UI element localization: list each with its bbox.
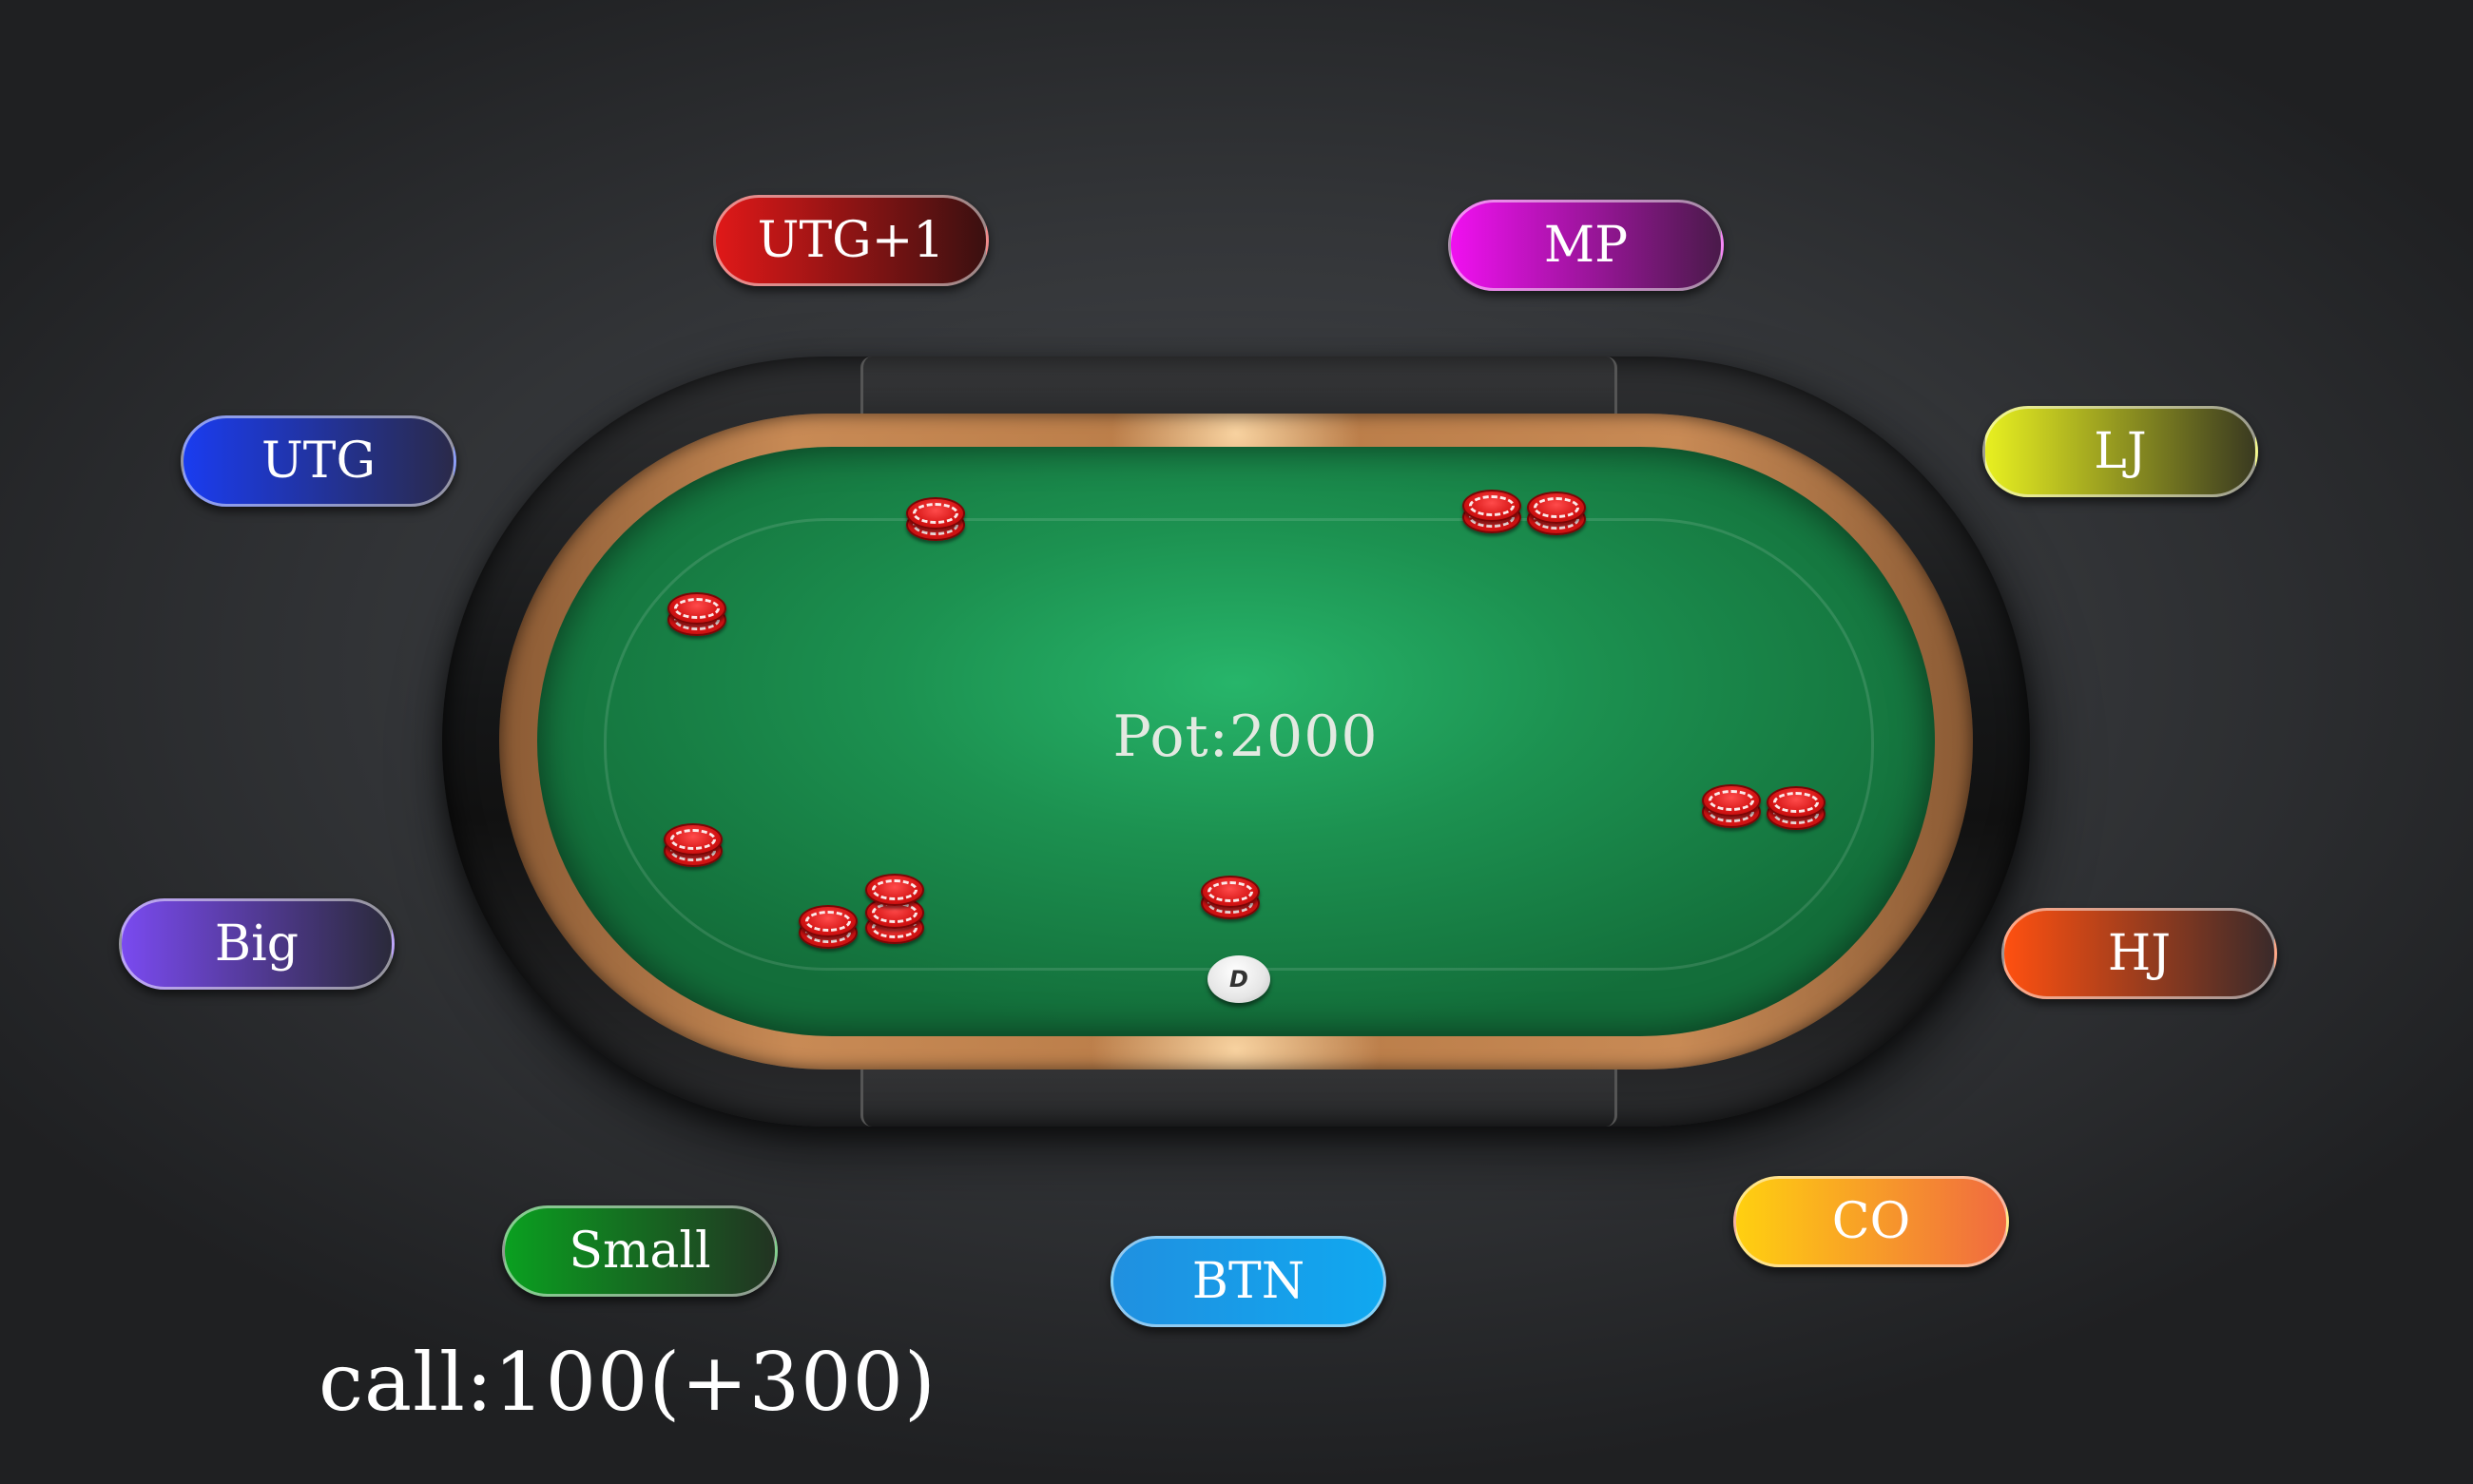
seat-btn-label: BTN — [1191, 1253, 1305, 1310]
chip-stack-btn — [1201, 868, 1262, 921]
seat-utg-label: UTG — [261, 433, 377, 490]
seat-big-label: Big — [214, 915, 299, 973]
chip — [1527, 491, 1586, 524]
seat-utg[interactable]: UTG — [181, 415, 456, 507]
chip-stack-mp-1 — [1462, 482, 1523, 535]
chip-stack-hj-2 — [1767, 779, 1827, 832]
seat-co[interactable]: CO — [1733, 1176, 2009, 1267]
seat-lj[interactable]: LJ — [1982, 406, 2258, 497]
chip — [1767, 786, 1826, 819]
seat-hj[interactable]: HJ — [2001, 908, 2277, 999]
chip — [799, 905, 858, 937]
chip-stack-utg — [667, 585, 728, 638]
seat-mp[interactable]: MP — [1448, 200, 1724, 291]
chip-stack-hj-1 — [1702, 777, 1763, 830]
action-call-text: call:100(+300) — [319, 1336, 937, 1429]
seat-utg1[interactable]: UTG+1 — [713, 195, 989, 286]
chip — [865, 874, 924, 906]
seat-small[interactable]: Small — [502, 1205, 778, 1297]
rail-seam-top — [860, 357, 1617, 414]
seat-co-label: CO — [1831, 1193, 1911, 1250]
chip-stack-small-1 — [799, 897, 860, 951]
chip — [667, 592, 726, 625]
chip-stack-utg1 — [906, 490, 967, 543]
rail-seam-bottom — [860, 1070, 1617, 1127]
seat-small-label: Small — [569, 1223, 711, 1280]
seat-lj-label: LJ — [2094, 423, 2147, 480]
pot-label: Pot:2000 — [1112, 703, 1379, 770]
chip-stack-mp-2 — [1527, 484, 1588, 537]
chip — [1702, 784, 1761, 817]
seat-btn[interactable]: BTN — [1111, 1236, 1386, 1327]
chip — [664, 823, 723, 856]
seat-mp-label: MP — [1543, 217, 1629, 274]
chip — [1462, 490, 1521, 522]
seat-hj-label: HJ — [2107, 925, 2172, 982]
chip — [906, 497, 965, 530]
chip-stack-big — [664, 816, 725, 869]
dealer-button: D — [1208, 955, 1270, 1003]
chip — [1201, 876, 1260, 908]
seat-utg1-label: UTG+1 — [757, 212, 945, 269]
seat-big[interactable]: Big — [119, 898, 395, 990]
chip-stack-small-2 — [865, 868, 926, 944]
